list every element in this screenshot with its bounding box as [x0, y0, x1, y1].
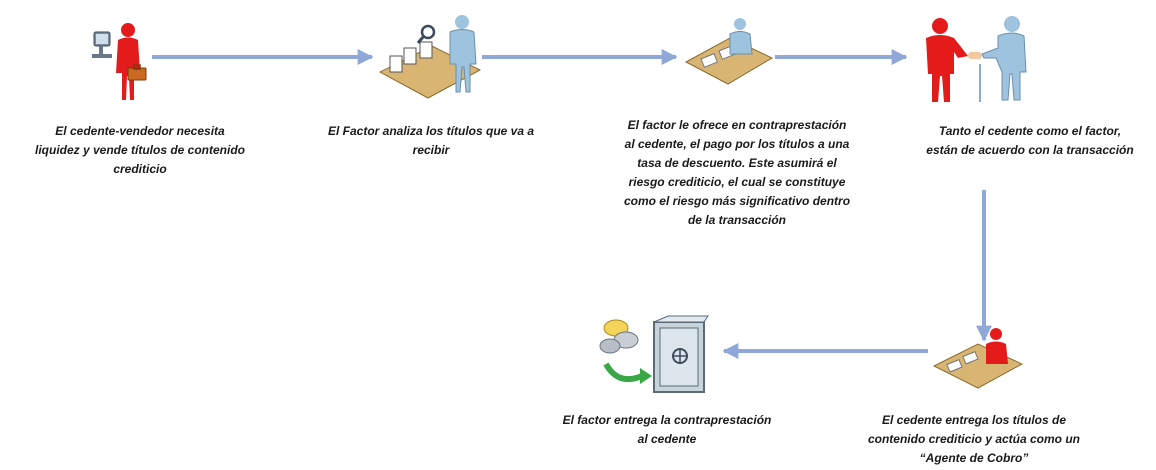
vault-payment-icon — [599, 315, 709, 393]
step5-caption-line: “Agente de Cobro” — [919, 451, 1029, 465]
step4-caption: Tanto el cedente como el factor, están d… — [906, 122, 1154, 160]
step6-caption-line: El factor entrega la contraprestación — [562, 413, 772, 427]
seller-with-briefcase-icon — [92, 23, 147, 100]
step3-caption: El factor le ofrece en contraprestación … — [596, 116, 878, 230]
step4-caption-line: Tanto el cedente como el factor, — [938, 124, 1122, 138]
step1-caption-line: crediticio — [113, 162, 167, 176]
step5-caption-line: El cedente entrega los títulos de — [881, 413, 1067, 427]
step2-caption-line: El Factor analiza los títulos que va a — [327, 124, 535, 138]
step3-caption-line: El factor le ofrece en contraprestación — [627, 118, 847, 132]
step5-caption-line: contenido crediticio y actúa como un — [867, 432, 1081, 446]
seller-at-desk-icon — [932, 328, 1024, 389]
step3-caption-line: riesgo crediticio, el cual se constituye — [628, 175, 846, 189]
step6-caption: El factor entrega la contraprestación al… — [532, 411, 802, 449]
step1-caption-line: El cedente-vendedor necesita — [55, 124, 225, 138]
step3-caption-line: tasa de descuento. Este asumirá el — [637, 156, 837, 170]
step6-caption-line: al cedente — [637, 432, 697, 446]
step3-caption-line: de la transacción — [687, 213, 787, 227]
step2-caption-line: recibir — [412, 143, 450, 157]
step1-caption: El cedente-vendedor necesita liquidez y … — [10, 122, 270, 179]
step2-caption: El Factor analiza los títulos que va a r… — [296, 122, 566, 160]
factor-analyzing-documents-icon — [378, 15, 482, 99]
factor-at-desk-icon — [684, 18, 774, 85]
step4-caption-line: están de acuerdo con la transacción — [926, 143, 1134, 157]
step3-caption-line: como el riesgo más significativo dentro — [623, 194, 851, 208]
step1-caption-line: liquidez y vende títulos de contenido — [34, 143, 246, 157]
step5-caption: El cedente entrega los títulos de conten… — [842, 411, 1106, 468]
step3-caption-line: al cedente, el pago por los títulos a un… — [624, 137, 850, 151]
handshake-icon — [926, 16, 1027, 102]
